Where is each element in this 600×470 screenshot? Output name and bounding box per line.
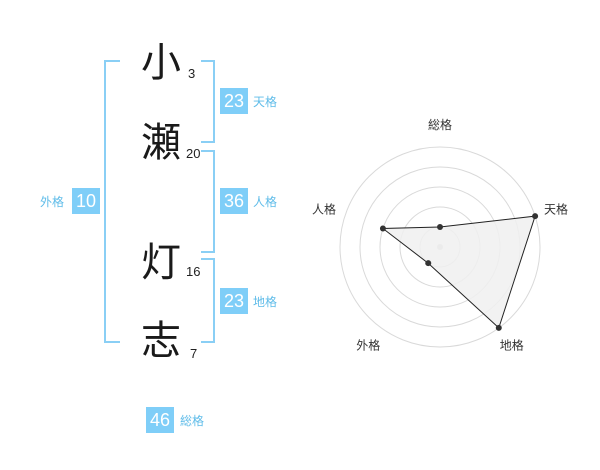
name-char-2: 瀬 — [141, 120, 181, 166]
tenkaku-bracket — [201, 60, 215, 143]
soukaku-label: 総格 — [180, 414, 205, 428]
radar-point-2 — [532, 213, 539, 220]
stroke-count-3: 16 — [186, 264, 201, 279]
gaikaku-label: 外格 — [40, 195, 65, 209]
radar-grid-ring — [339, 146, 541, 348]
stroke-count-4: 7 — [190, 346, 198, 361]
tenkaku-label: 天格 — [253, 95, 278, 109]
gaikaku-value-badge: 10 — [72, 188, 100, 214]
chikaku-value-badge: 23 — [220, 288, 248, 314]
gaikaku-bracket — [104, 60, 120, 343]
radar-axis-label-3: 地格 — [500, 338, 524, 353]
name-char-4: 志 — [141, 318, 181, 364]
radar-axis-label-4: 外格 — [356, 338, 380, 353]
stroke-count-2: 20 — [186, 146, 201, 161]
name-char-3: 灯 — [141, 240, 181, 286]
radar-axis-label-1: 総格 — [428, 117, 452, 132]
radar-point-4 — [425, 260, 432, 267]
tenkaku-value-badge: 23 — [220, 88, 248, 114]
radar-axis-label-2: 天格 — [544, 201, 568, 216]
jinkaku-label: 人格 — [253, 195, 278, 209]
radar-series-polygon — [381, 215, 536, 329]
jinkaku-bracket — [201, 150, 215, 253]
stroke-count-1: 3 — [188, 66, 196, 81]
radar-point-5 — [379, 225, 386, 232]
radar-point-1 — [437, 224, 443, 230]
jinkaku-value-badge: 36 — [220, 188, 248, 214]
radar-series — [379, 213, 539, 331]
chikaku-label: 地格 — [253, 295, 278, 309]
soukaku-value-badge: 46 — [146, 407, 174, 433]
name-char-1: 小 — [141, 40, 181, 86]
radar-point-3 — [495, 324, 502, 331]
chikaku-bracket — [201, 258, 215, 343]
radar-axis-label-5: 人格 — [312, 201, 336, 216]
